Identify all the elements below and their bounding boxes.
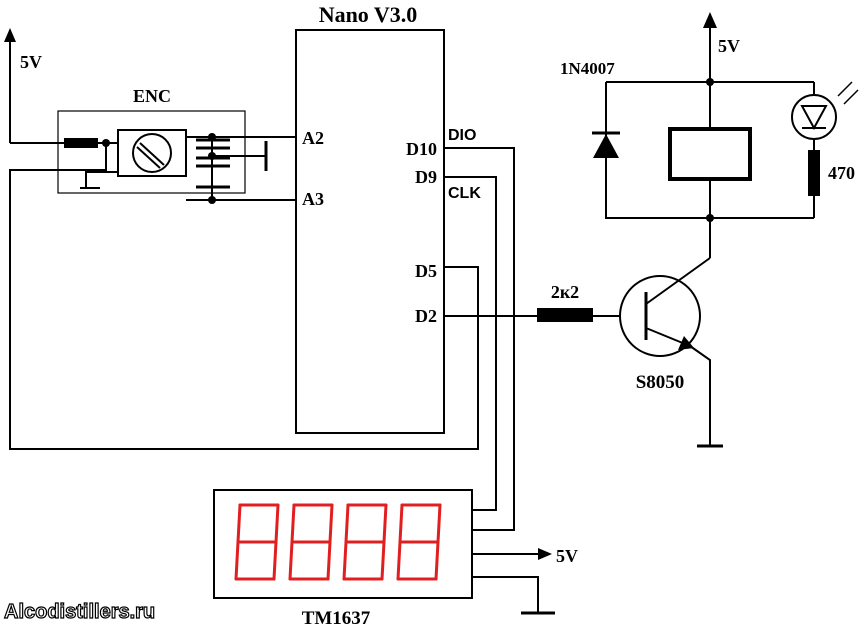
- wire-emitter-gnd: [689, 345, 711, 445]
- pin-d2-label: D2: [415, 306, 437, 326]
- clk-label: CLK: [448, 185, 481, 202]
- diode-label: 1N4007: [560, 59, 615, 78]
- wire-d9-clk: [444, 176, 497, 511]
- led-resistor: [808, 150, 820, 196]
- flyback-diode-icon: [593, 134, 619, 158]
- relay-5v-label: 5V: [718, 36, 740, 56]
- transistor-collector: [645, 257, 711, 305]
- encoder-knob-slot: [136, 146, 161, 169]
- segment: [434, 540, 440, 581]
- pin-d9-label: D9: [415, 167, 437, 187]
- pin-d10-label: D10: [406, 139, 437, 159]
- segment: [272, 540, 278, 581]
- display-5v-label: 5V: [556, 546, 578, 566]
- junction-dot: [706, 214, 714, 222]
- dio-label: DIO: [448, 127, 476, 144]
- pin-a2-label: A2: [302, 128, 324, 148]
- segment: [290, 503, 296, 544]
- transistor-label: S8050: [636, 372, 685, 393]
- segment: [236, 503, 242, 544]
- display-label: TM1637: [302, 608, 371, 627]
- led-light-arrow-icon: [837, 81, 853, 97]
- segment: [342, 540, 348, 581]
- pin-d5-label: D5: [415, 261, 437, 281]
- seven-segment-digits: [234, 503, 442, 581]
- relay-5v-arrow-icon: [703, 12, 717, 28]
- segment: [380, 540, 386, 581]
- wire-enc-body-gnd: [85, 171, 118, 188]
- segment: [398, 503, 404, 544]
- segment: [288, 540, 294, 581]
- segment: [382, 503, 388, 544]
- segment: [326, 540, 332, 581]
- watermark: Alcodistillers.ru: [4, 601, 155, 623]
- segment: [436, 503, 442, 544]
- encoder-module-outline: [57, 110, 246, 194]
- led-triangle: [800, 105, 828, 131]
- segment: [344, 503, 350, 544]
- enc-5v-arrow-icon: [4, 28, 16, 42]
- wire-enc-sw-d5: [9, 143, 479, 450]
- segment: [396, 540, 402, 581]
- led-light-arrow-icon: [843, 89, 859, 105]
- base-resistor: [537, 308, 593, 322]
- encoder-knob-slot: [139, 142, 165, 166]
- enc-5v-label: 5V: [20, 52, 42, 72]
- led-resistor-label: 470: [828, 163, 855, 183]
- segment: [234, 540, 240, 581]
- nano-title: Nano V3.0: [319, 2, 418, 27]
- pin-a3-label: A3: [302, 189, 324, 209]
- segment: [328, 503, 334, 544]
- display-5v-arrow-icon: [538, 548, 552, 560]
- base-resistor-label: 2к2: [551, 282, 579, 302]
- wire-d10-dio: [444, 147, 515, 531]
- wire-display-gnd: [472, 576, 539, 612]
- nano-board: [295, 29, 445, 434]
- relay-coil: [668, 127, 752, 181]
- segment: [274, 503, 280, 544]
- transistor-icon: [619, 275, 701, 357]
- wire-relay-bottom-bus: [605, 82, 814, 219]
- enc-pullup-resistor: [64, 138, 98, 148]
- encoder-label: ENC: [133, 86, 171, 106]
